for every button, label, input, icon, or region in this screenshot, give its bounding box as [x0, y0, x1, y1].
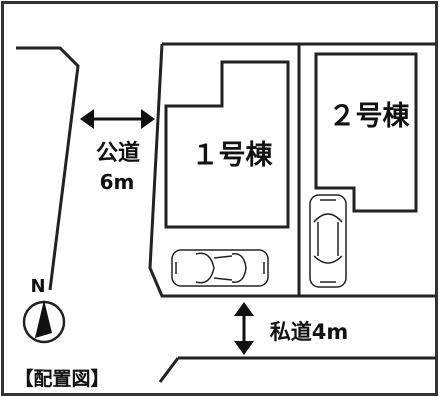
building-1-label: １号棟 — [192, 140, 274, 171]
private-road-width-arrow — [234, 302, 254, 355]
public-road-name: 公道 — [96, 140, 140, 166]
north-arrow-icon — [35, 300, 52, 338]
north-label: N — [30, 276, 45, 297]
public-road-width: 6m — [100, 170, 135, 194]
building-2-footprint — [314, 52, 418, 213]
car-vertical-icon — [309, 194, 347, 288]
private-road-label: 私道4m — [270, 320, 349, 344]
legend-title: 【配置図】 — [14, 367, 109, 390]
public-road-width-arrow — [80, 109, 155, 129]
building-2-label: ２号棟 — [329, 101, 411, 132]
private-road-edge — [158, 356, 436, 383]
building-1-footprint — [164, 60, 290, 229]
public-road-edge — [16, 46, 80, 291]
car-horizontal-icon — [171, 249, 269, 287]
compass — [22, 300, 66, 344]
